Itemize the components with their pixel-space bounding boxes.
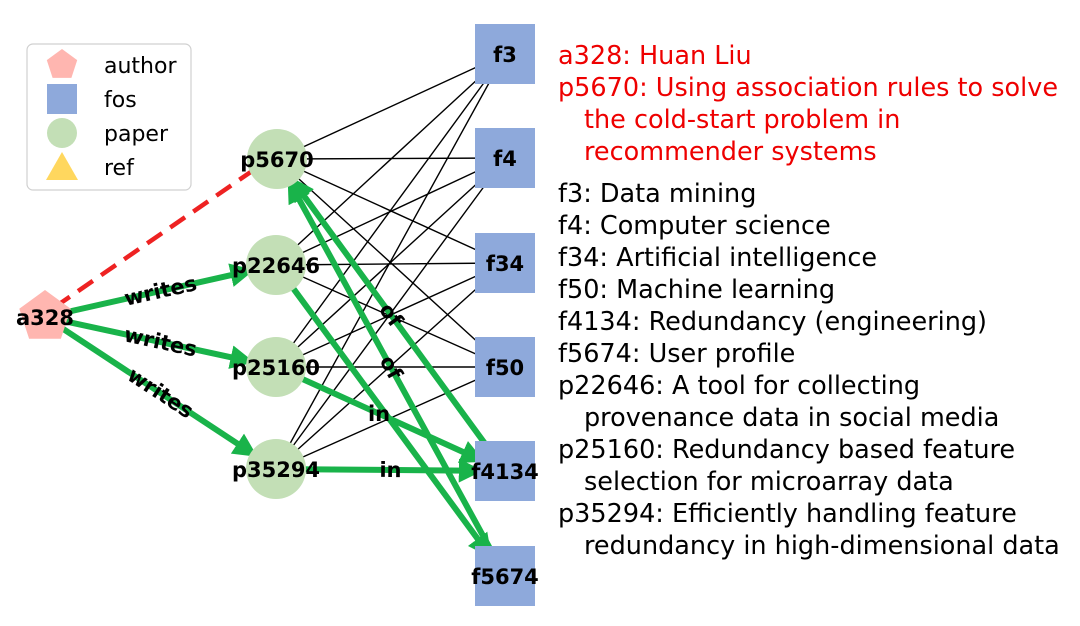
node-p35294: [246, 439, 306, 499]
edge-label-a328-p22646: writes: [122, 271, 199, 311]
legend-marker-paper: [47, 118, 77, 148]
desc-a328: a328: Huan Liu: [558, 41, 752, 71]
node-f4: [475, 128, 535, 188]
edge-p5670-f3: [276, 53, 506, 160]
node-f34: [475, 233, 535, 293]
node-label-p22646: p22646: [232, 254, 320, 278]
nodes-layer: a328 p5670 p22646 p25160 p35294 f3 f4 f34 f50 f41…: [16, 24, 539, 606]
node-p5670: [247, 129, 307, 189]
node-f4134: [475, 441, 535, 501]
legend-label-fos: fos: [104, 88, 137, 113]
node-label-f34: f34: [486, 252, 524, 276]
node-label-p5670: p5670: [240, 148, 313, 172]
edge-label-f5674-p5670: of: [375, 351, 408, 384]
highlight-edge-a328-p22646: [61, 263, 255, 317]
node-label-f4: f4: [493, 147, 517, 171]
desc-p35294: p35294: Efficiently handling feature red…: [558, 499, 1060, 561]
legend-marker-author: [46, 49, 78, 78]
node-label-f4134: f4134: [471, 460, 539, 484]
legend-marker-fos: [47, 84, 77, 114]
predicted-edge-a328-p5670: [53, 167, 257, 309]
highlight-edges-layer: [58, 176, 497, 559]
node-f50: [475, 337, 535, 397]
node-label-f50: f50: [486, 356, 524, 380]
desc-f4134: f4134: Redundancy (engineering): [558, 307, 988, 337]
node-label-f3: f3: [493, 43, 517, 67]
desc-p22646: p22646: A tool for collecting provenance…: [558, 371, 1000, 433]
desc-f34: f34: Artificial intelligence: [558, 243, 878, 273]
legend-label-author: author: [104, 54, 177, 79]
desc-f4: f4: Computer science: [558, 211, 831, 241]
highlight-edge-a328-p35294: [58, 324, 258, 457]
edge-label-p25160-f4134: in: [368, 402, 390, 426]
edge-label-a328-p25160: writes: [122, 322, 199, 361]
legend: author fos paper ref: [26, 43, 192, 191]
legend-label-ref: ref: [104, 156, 135, 181]
node-p22646: [246, 235, 306, 295]
node-label-p25160: p25160: [232, 356, 320, 380]
highlight-edge-f5674-p5670: [287, 178, 497, 557]
edge-p5670-f50: [276, 158, 506, 368]
legend-label-paper: paper: [104, 122, 169, 147]
predicted-edge-layer: [53, 167, 257, 309]
desc-f50: f50: Machine learning: [558, 275, 836, 305]
desc-f3: f3: Data mining: [558, 179, 757, 209]
node-f3: [475, 24, 535, 84]
node-label-a328: a328: [16, 306, 74, 330]
desc-p5670: p5670: Using association rules to solve …: [558, 73, 1059, 167]
node-label-p35294: p35294: [232, 458, 320, 482]
edge-label-p35294-f4134: in: [379, 458, 401, 482]
desc-p25160: p25160: Redundancy based feature selecti…: [558, 435, 1016, 497]
highlight-edge-f4134-p5670: [290, 176, 494, 454]
edge-p22646-f34: [275, 262, 506, 266]
highlight-edge-p22646-f5674: [287, 282, 492, 559]
edge-label-a328-p35294: writes: [123, 363, 198, 424]
node-f5674: [475, 546, 535, 606]
legend-frame: [26, 43, 192, 191]
highlight-edge-a328-p25160: [61, 317, 255, 369]
node-label-f5674: f5674: [471, 565, 539, 589]
node-descriptions: a328: Huan Liu p5670: Using association …: [558, 40, 1073, 562]
node-p25160: [246, 337, 306, 397]
legend-marker-ref: [46, 152, 78, 180]
node-a328: [19, 290, 71, 339]
desc-f5674: f5674: User profile: [558, 339, 796, 369]
edge-p35294-f3: [275, 53, 506, 470]
